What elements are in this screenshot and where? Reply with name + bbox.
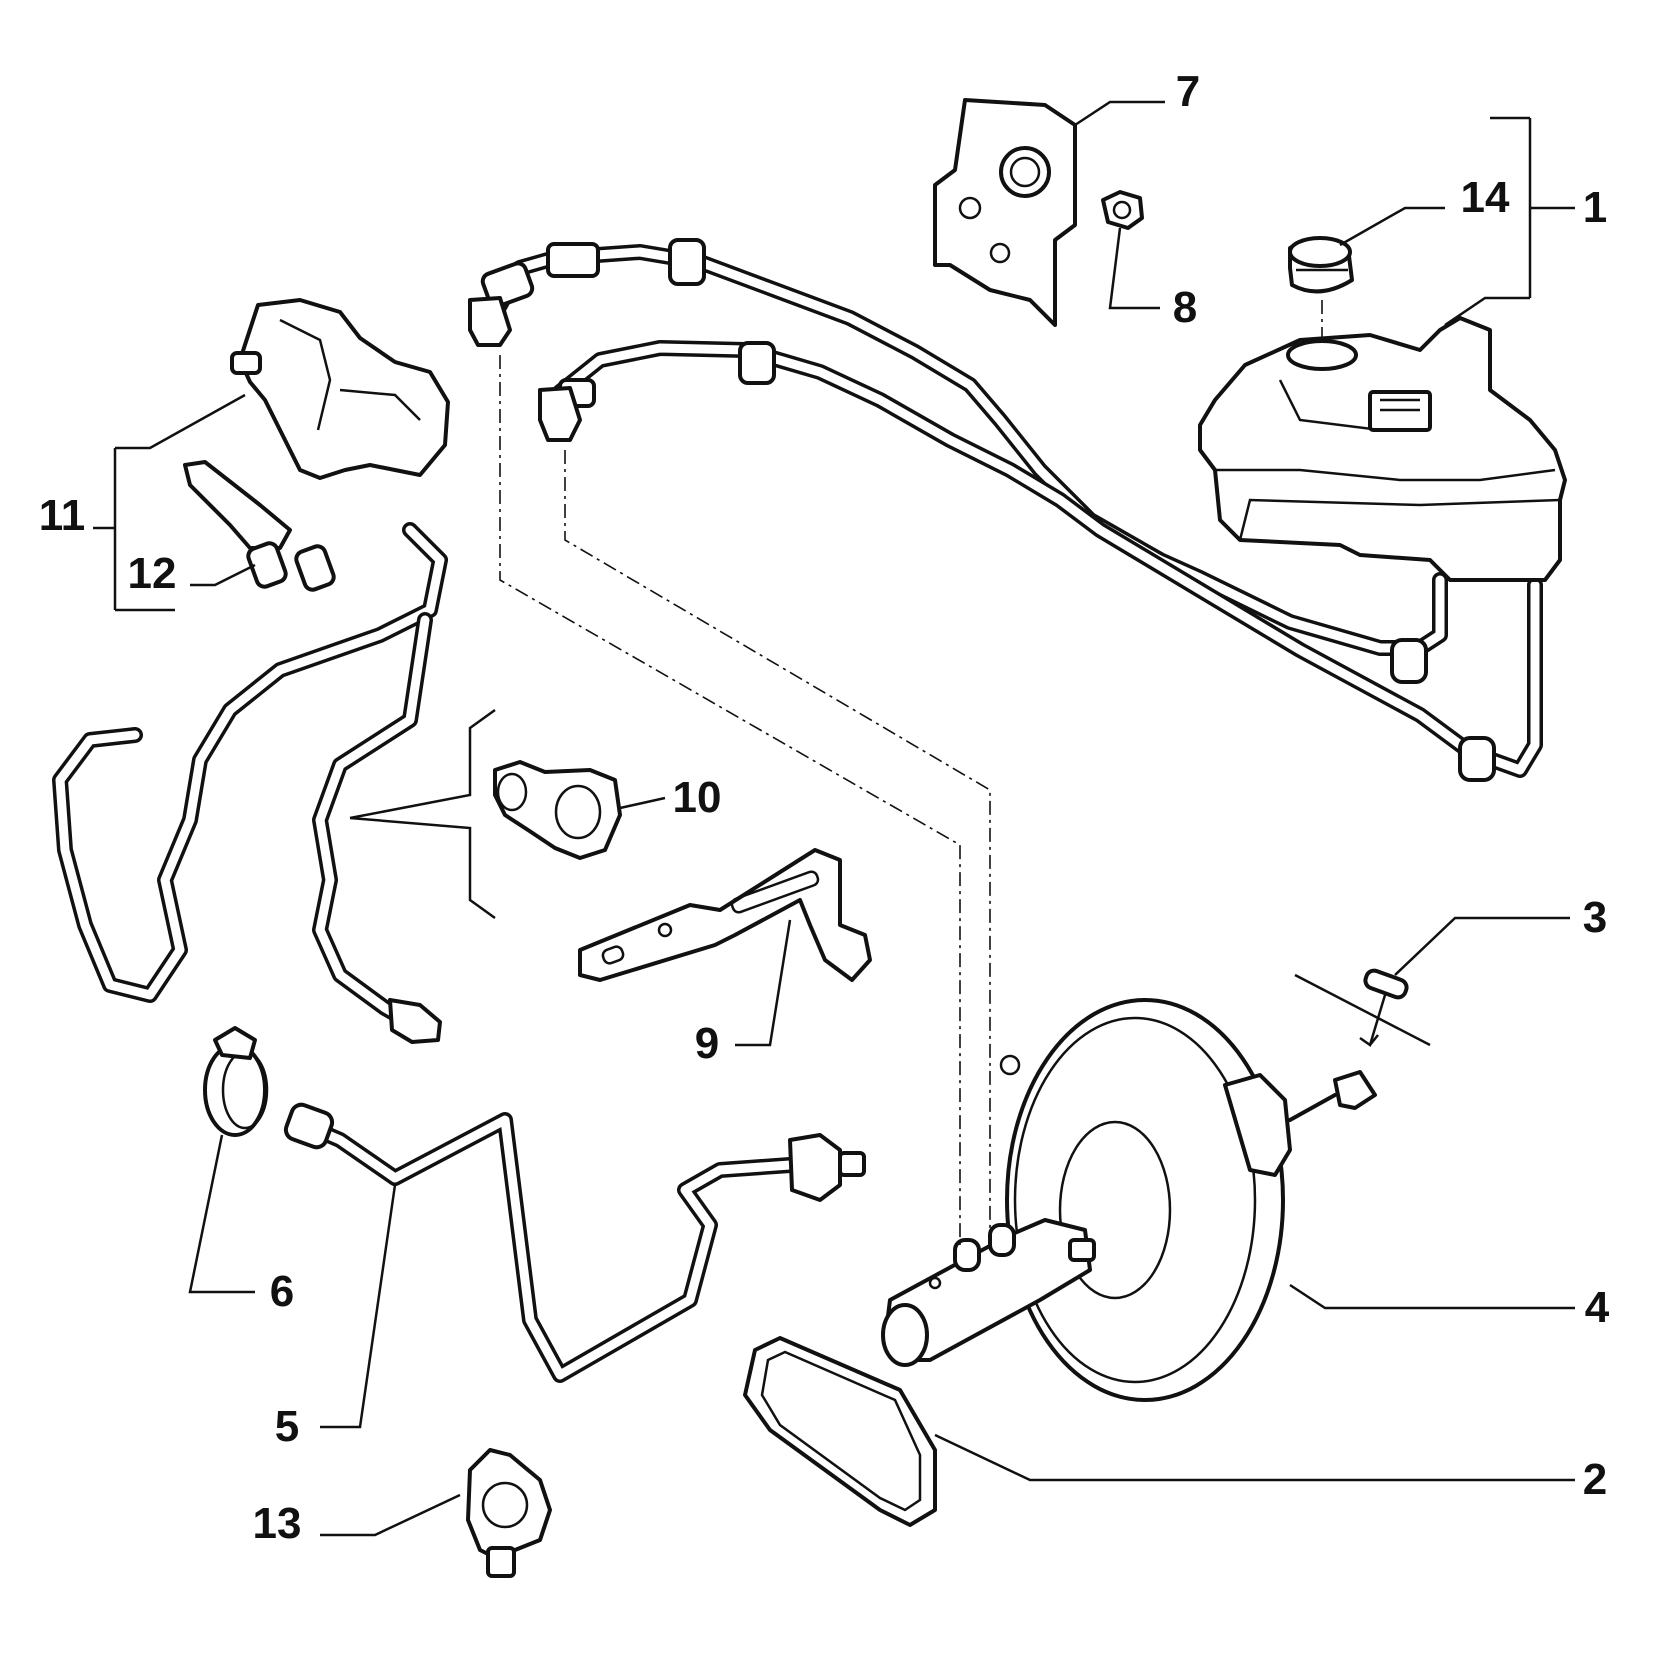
leader-5 bbox=[320, 1184, 397, 1429]
pin-arrow bbox=[1359, 994, 1387, 1048]
leader-3 bbox=[1394, 916, 1570, 976]
leader-6 bbox=[188, 1134, 255, 1294]
callout-13: 13 bbox=[253, 1499, 302, 1548]
brake-pipe-upper bbox=[484, 244, 1448, 656]
callout-8: 8 bbox=[1173, 283, 1197, 332]
callout-1: 1 bbox=[1583, 183, 1607, 232]
master-cylinder bbox=[881, 1218, 1096, 1367]
brake-fluid-reservoir bbox=[1198, 316, 1567, 582]
reservoir-bracket bbox=[933, 98, 1077, 327]
leader-11 bbox=[93, 393, 246, 612]
callout-5: 5 bbox=[275, 1402, 299, 1451]
valve-adapter bbox=[183, 460, 336, 592]
reservoir-cap bbox=[1288, 236, 1354, 294]
hose-clip bbox=[493, 760, 622, 860]
callout-2: 2 bbox=[1583, 1455, 1607, 1504]
callout-12: 12 bbox=[128, 549, 177, 598]
vacuum-hose-bottom bbox=[283, 1102, 866, 1383]
mounting-bracket bbox=[578, 848, 872, 982]
hose-connector bbox=[466, 1448, 552, 1578]
pin bbox=[1363, 968, 1409, 1000]
guide-line-b bbox=[564, 450, 991, 1230]
pin-guide-line bbox=[1294, 973, 1431, 1047]
clip-bracket-lines bbox=[349, 708, 496, 920]
vacuum-hose-long bbox=[52, 522, 448, 1003]
leader-1 bbox=[1444, 116, 1575, 327]
nut bbox=[1101, 190, 1144, 230]
guide-line-a bbox=[499, 355, 961, 1245]
leader-2 bbox=[934, 1433, 1575, 1482]
callout-9: 9 bbox=[695, 1019, 719, 1068]
callout-6: 6 bbox=[270, 1267, 294, 1316]
brake-booster bbox=[999, 998, 1377, 1402]
hose-clamp bbox=[203, 1026, 269, 1137]
callout-7: 7 bbox=[1176, 67, 1200, 116]
callout-11: 11 bbox=[39, 491, 86, 540]
leader-7 bbox=[1074, 100, 1165, 127]
callout-4: 4 bbox=[1585, 1283, 1610, 1332]
gasket bbox=[743, 1336, 937, 1527]
leader-12 bbox=[190, 563, 256, 587]
callout-3: 3 bbox=[1583, 893, 1607, 942]
callout-14: 14 bbox=[1461, 173, 1510, 222]
leader-4 bbox=[1289, 1283, 1575, 1310]
vacuum-hose-short bbox=[312, 612, 442, 1044]
valve-block bbox=[230, 298, 450, 480]
leader-8 bbox=[1108, 227, 1160, 310]
pipe-fittings bbox=[468, 238, 1496, 782]
leader-9 bbox=[735, 919, 792, 1047]
leader-10 bbox=[619, 796, 666, 810]
leader-13 bbox=[320, 1493, 461, 1537]
leader-14 bbox=[1339, 206, 1445, 247]
callout-10: 10 bbox=[673, 773, 722, 822]
